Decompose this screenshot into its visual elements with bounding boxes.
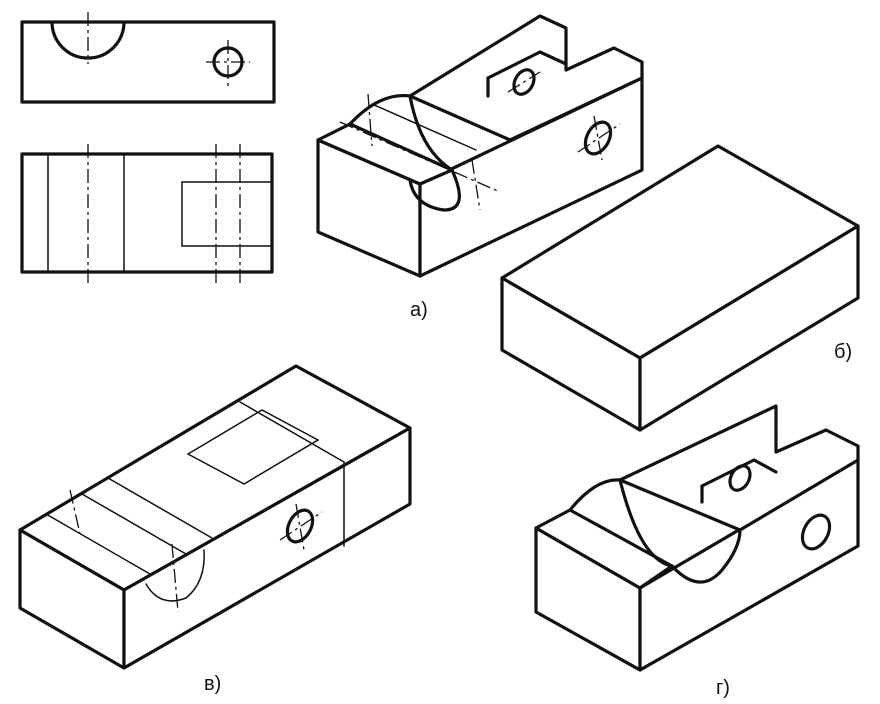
label-v: в) [204, 673, 221, 695]
figure-g-part [534, 404, 860, 672]
figure-v-box [18, 364, 412, 670]
label-g: г) [716, 677, 730, 699]
figure-b-box [500, 144, 860, 432]
label-b: б) [834, 341, 852, 363]
label-a: а) [410, 299, 428, 321]
figure-a-part [316, 14, 644, 278]
front-view [20, 144, 274, 284]
plan-view [20, 12, 276, 104]
